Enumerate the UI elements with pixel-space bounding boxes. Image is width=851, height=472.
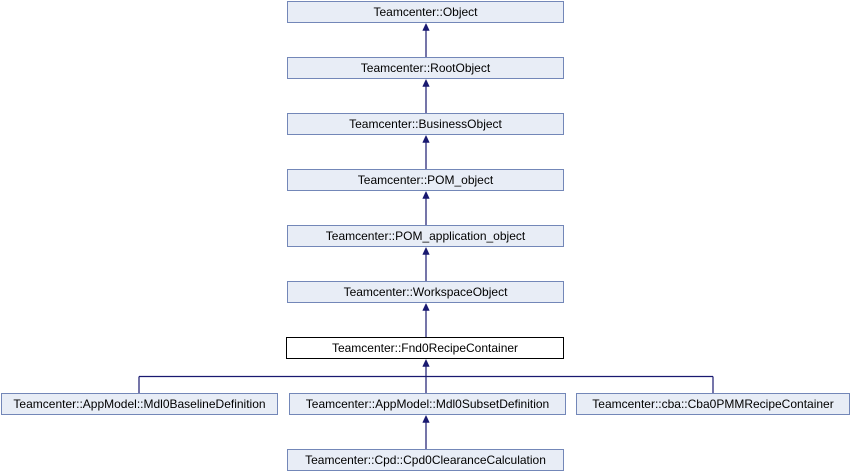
edge-pomobject-to-businessobject: [422, 134, 430, 169]
edge-cpd0clearancecalculation-to-mdl0subsetdefinition: [422, 414, 430, 449]
edge-children-to-fnd0recipecontainer: [138, 358, 714, 393]
class-node-cpd-cpd0clearancecalculation[interactable]: Teamcenter::Cpd::Cpd0ClearanceCalculatio…: [287, 449, 564, 471]
edge-pomapplicationobject-to-pomobject: [422, 190, 430, 225]
class-node-teamcenter-rootobject[interactable]: Teamcenter::RootObject: [287, 57, 564, 79]
edge-rootobject-to-object: [422, 22, 430, 57]
class-node-teamcenter-pom-object[interactable]: Teamcenter::POM_object: [287, 169, 564, 191]
class-node-appmodel-mdl0subsetdefinition[interactable]: Teamcenter::AppModel::Mdl0SubsetDefiniti…: [289, 393, 566, 415]
edge-workspaceobject-to-pomapplicationobject: [422, 246, 430, 281]
edge-fnd0recipecontainer-to-workspaceobject: [422, 302, 430, 337]
class-node-teamcenter-fnd0recipecontainer-current: Teamcenter::Fnd0RecipeContainer: [286, 337, 564, 359]
class-node-teamcenter-object[interactable]: Teamcenter::Object: [287, 1, 564, 23]
class-node-teamcenter-businessobject[interactable]: Teamcenter::BusinessObject: [287, 113, 564, 135]
class-node-appmodel-mdl0baselinedefinition[interactable]: Teamcenter::AppModel::Mdl0BaselineDefini…: [1, 393, 278, 415]
class-node-teamcenter-workspaceobject[interactable]: Teamcenter::WorkspaceObject: [287, 281, 564, 303]
class-node-cba-cba0pmmrecipecontainer[interactable]: Teamcenter::cba::Cba0PMMRecipeContainer: [576, 393, 850, 415]
class-node-teamcenter-pom-application-object[interactable]: Teamcenter::POM_application_object: [287, 225, 564, 247]
edge-businessobject-to-rootobject: [422, 78, 430, 113]
